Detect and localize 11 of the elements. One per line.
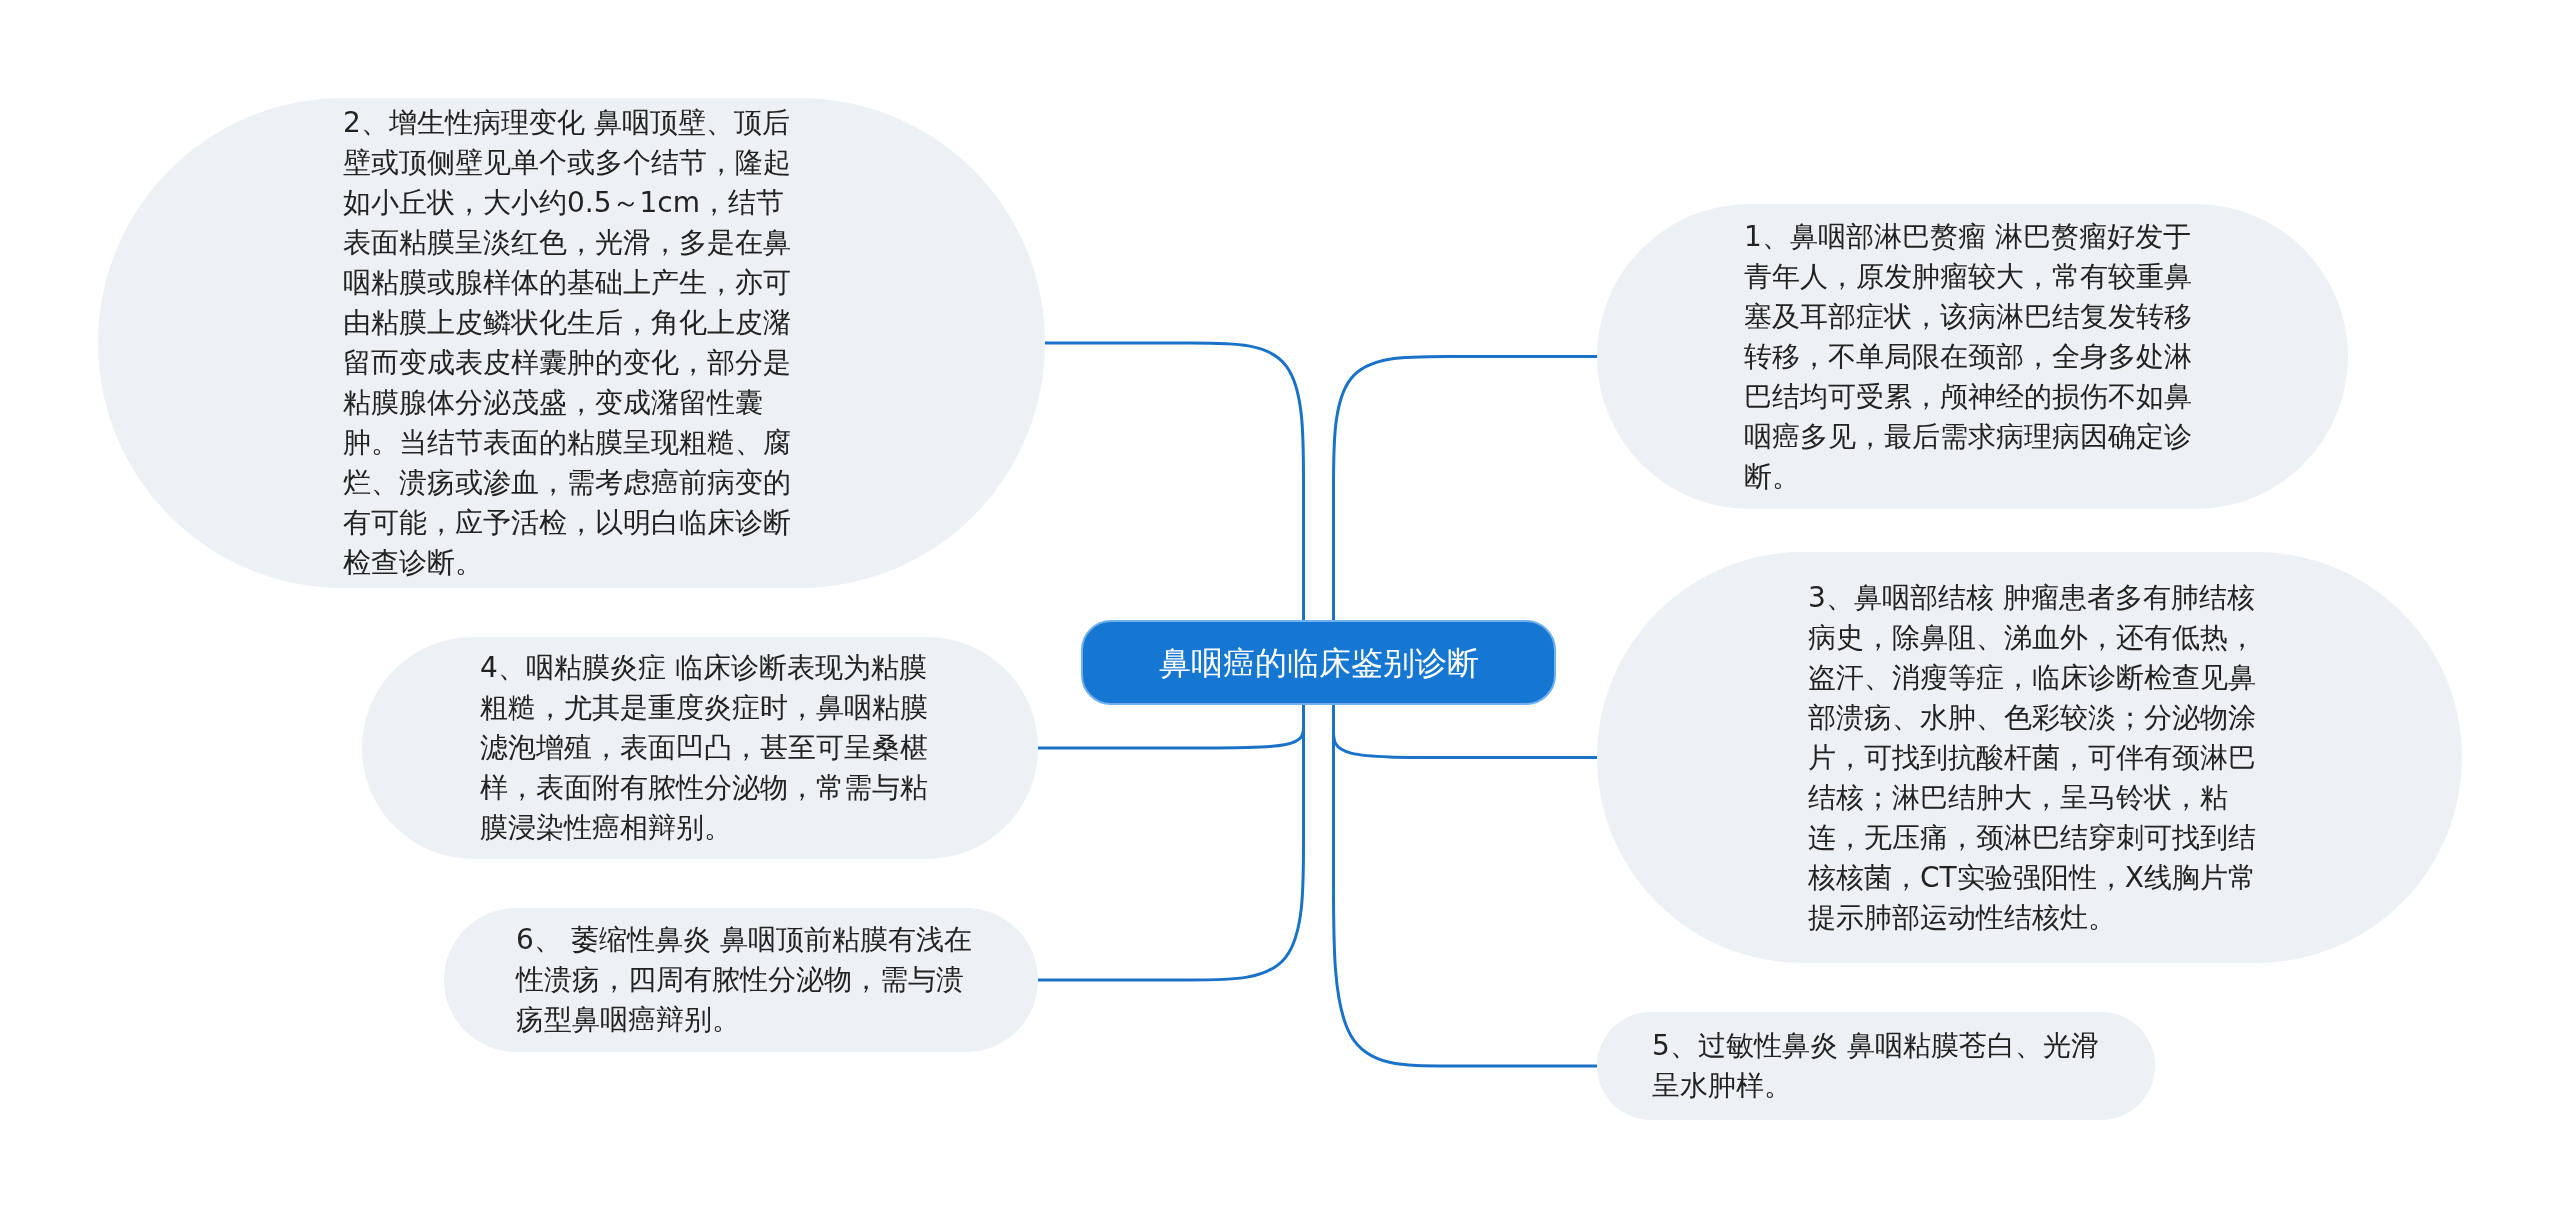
topic-title: 鼻咽癌的临床鉴别诊断 — [1158, 642, 1479, 683]
topic-text: 5、过敏性鼻炎 鼻咽粘膜苍白、光滑呈水肿样。 — [1652, 1028, 2100, 1104]
topic-text: 3、鼻咽部结核 肿瘤患者多有肺结核病史，除鼻阻、涕血外，还有低热，盗汗、消瘦等症，临床诊断检查见鼻部溃疡、水肿、色彩较淡；分泌物涂片，可找到抗酸杆菌，可伴有颈淋巴结核；淋巴结肿大，呈马铃状，粘连，无压痛，颈淋巴结穿刺可找到结核核菌，CT实验强阳性，X线胸片常提示肺部运动性结核灶。 — [1808, 579, 2257, 936]
connector — [1045, 341, 1305, 620]
topic-text: 6、 萎缩性鼻炎 鼻咽顶前粘膜有浅在性溃疡，四周有脓性分泌物，需与溃疡型鼻咽癌辩别。 — [516, 922, 972, 1038]
topic-text: 4、咽粘膜炎症 临床诊断表现为粘膜粗糙，尤其是重度炎症时，鼻咽粘膜滤泡增殖，表面凹凸，甚至可呈桑椹样，表面附有脓性分泌物，常需与粘膜浸染性癌相辩别。 — [480, 650, 929, 846]
connector — [1038, 705, 1305, 982]
topic-text: 2、增生性病理变化 鼻咽顶壁、顶后壁或顶侧壁见单个或多个结节，隆起如小丘状，大小约0.5～1cm，结节表面粘膜呈淡红色，光滑，多是在鼻咽粘膜或腺样体的基础上产生，亦可由粘膜上皮鳞状化生后，角化上皮潴留而变成表皮样囊肿的变化，部分是粘膜腺体分泌茂盛，变成潴留性囊肿。当结节表面的粘膜呈现粗糙、腐烂、溃疡或渗血，需考虑癌前病变的有可能，应予活检，以明白临床诊断检查诊断。 — [343, 105, 792, 581]
connector — [1332, 355, 1597, 620]
topic-text: 1、鼻咽部淋巴赘瘤 淋巴赘瘤好发于青年人，原发肿瘤较大，常有较重鼻塞及耳部症状，该病淋巴结复发转移转移，不单局限在颈部，全身多处淋巴结均可受累，颅神经的损伤不如鼻咽癌多见，最后需求病理病因确定诊断。 — [1744, 218, 2193, 495]
central-topic — [1081, 620, 1556, 705]
